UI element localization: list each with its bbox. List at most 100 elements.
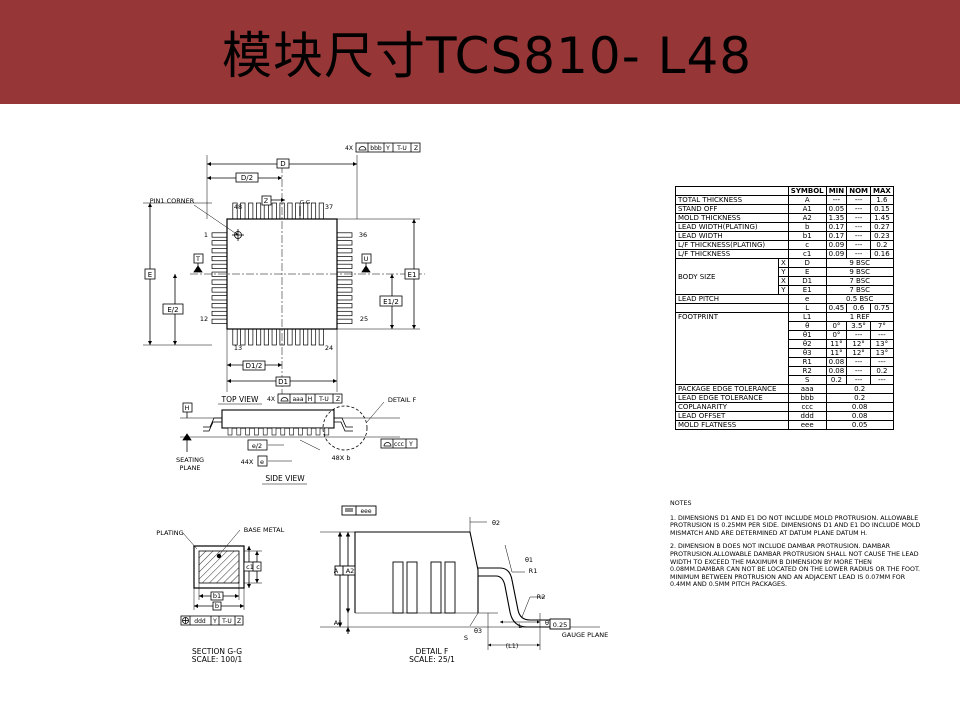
pin-bottom <box>295 328 301 346</box>
spec-cell: e <box>787 294 827 304</box>
spec-cell <box>675 303 789 313</box>
notes: NOTES 1. DIMENSIONS D1 AND E1 DO NOT INC… <box>670 500 925 595</box>
pitch-qty: 44X <box>241 458 254 466</box>
gauge-plane-label: GAUGE PLANE <box>562 631 609 639</box>
spec-cell: c <box>787 240 827 250</box>
dim-E2: E/2 <box>167 306 178 314</box>
lead-profile <box>478 567 552 621</box>
detail-caption-2: SCALE: 25/1 <box>409 655 455 664</box>
spec-cell: 7 BSC <box>825 285 894 295</box>
spec-cell: c1 <box>787 249 827 259</box>
spec-cell: 0.75 <box>870 303 894 313</box>
pin-bottom <box>263 328 269 346</box>
label-A2: A2 <box>346 567 355 575</box>
spec-cell: A <box>787 195 827 205</box>
label-S: S <box>464 634 468 642</box>
spec-cell: --- <box>870 357 894 367</box>
pin-bottom <box>310 328 317 346</box>
label-theta3: θ3 <box>474 627 482 635</box>
spec-cell: --- <box>870 375 894 385</box>
spec-cell: 12° <box>846 348 871 358</box>
fcf-bottom-d1: H <box>308 396 313 403</box>
spec-cell: LEAD OFFSET <box>675 411 789 421</box>
spec-cell: FOOTPRINT <box>675 312 789 385</box>
section-fcf-tol: ddd <box>194 618 206 625</box>
spec-cell: TOTAL THICKNESS <box>675 195 789 205</box>
spec-cell: 7 BSC <box>825 276 894 286</box>
spec-cell: --- <box>846 249 871 259</box>
pin-right <box>336 295 353 301</box>
spec-cell: L/F THICKNESS <box>675 249 789 259</box>
label-L1: (L1) <box>506 642 519 650</box>
detail-f-callout: DETAIL F <box>388 396 417 404</box>
pin-12-label: 12 <box>200 315 208 323</box>
label-A: A <box>334 567 339 575</box>
spec-cell: aaa <box>787 384 827 394</box>
dim-E1: E1 <box>408 271 417 279</box>
plating-label: PLATING <box>156 529 183 537</box>
spec-cell: LEAD PITCH <box>675 294 789 304</box>
fcf-top-tol: bbb <box>370 145 382 152</box>
section-GG-label: G G <box>300 200 310 206</box>
spec-cell: Y <box>778 285 789 295</box>
page-title: 模块尺寸TCS810- L48 <box>222 27 753 85</box>
pin-left <box>211 256 228 262</box>
side-view-labels: H SEATING PLANE DETAIL F e/2 44X e 48X b… <box>176 396 416 483</box>
dim-D1: D1 <box>278 378 288 386</box>
side-lead <box>324 427 330 436</box>
section-fcf-d1: Y <box>212 618 217 625</box>
spec-cell: b1 <box>787 231 827 241</box>
spec-cell: --- <box>846 204 871 214</box>
spec-cell: --- <box>846 195 871 205</box>
spec-cell: 3.5° <box>846 321 871 331</box>
spec-cell: 0.6 <box>846 303 871 313</box>
spec-cell: D1 <box>787 276 827 286</box>
pin-48-label: 48 <box>234 203 242 211</box>
pin-top <box>287 202 293 220</box>
pin-1-label: 1 <box>204 231 208 239</box>
spec-cell: E <box>787 267 827 277</box>
spec-cell: R1 <box>787 357 827 367</box>
pin-right <box>336 310 353 317</box>
detail-fcf-tol: eee <box>360 508 371 515</box>
spec-cell: 0.2 <box>825 384 894 394</box>
section-caption-2: SCALE: 100/1 <box>192 655 243 664</box>
notes-heading: NOTES <box>670 500 692 507</box>
spec-cell: 0.27 <box>870 222 894 232</box>
pin-bottom <box>318 328 324 346</box>
ccc-datum: Y <box>408 441 413 448</box>
spec-cell: 0° <box>825 330 848 340</box>
spec-cell: 0.09 <box>825 240 848 250</box>
dim-D2: D/2 <box>241 174 253 182</box>
pin-37-label: 37 <box>325 203 333 211</box>
detail-f <box>320 505 600 650</box>
spec-cell: 13° <box>870 348 894 358</box>
pin-24-label: 24 <box>325 344 333 352</box>
fcf-top-d1: Y <box>385 145 390 152</box>
top-view-caption: TOP VIEW <box>221 395 259 404</box>
spec-cell: 1 REF <box>825 312 894 322</box>
spec-cell: LEAD WIDTH(PLATING) <box>675 222 789 232</box>
pin-bottom <box>240 328 246 346</box>
spec-cell: STAND OFF <box>675 204 789 214</box>
section-fcf-d3: Z <box>237 618 241 625</box>
seating-plane-2: PLANE <box>179 464 200 472</box>
side-lead <box>280 427 286 436</box>
pin-left <box>211 303 228 309</box>
pin-right <box>336 303 353 309</box>
b1-label: b1 <box>213 592 221 600</box>
spec-cell: 0.16 <box>870 249 894 259</box>
spec-cell: 0.45 <box>825 303 848 313</box>
pin-left <box>211 295 228 301</box>
spec-cell: MOLD THICKNESS <box>675 213 789 223</box>
top-view <box>143 142 425 404</box>
pin-right <box>336 232 353 238</box>
spec-cell: E1 <box>787 285 827 295</box>
spec-header-symbol: SYMBOL <box>787 186 827 196</box>
